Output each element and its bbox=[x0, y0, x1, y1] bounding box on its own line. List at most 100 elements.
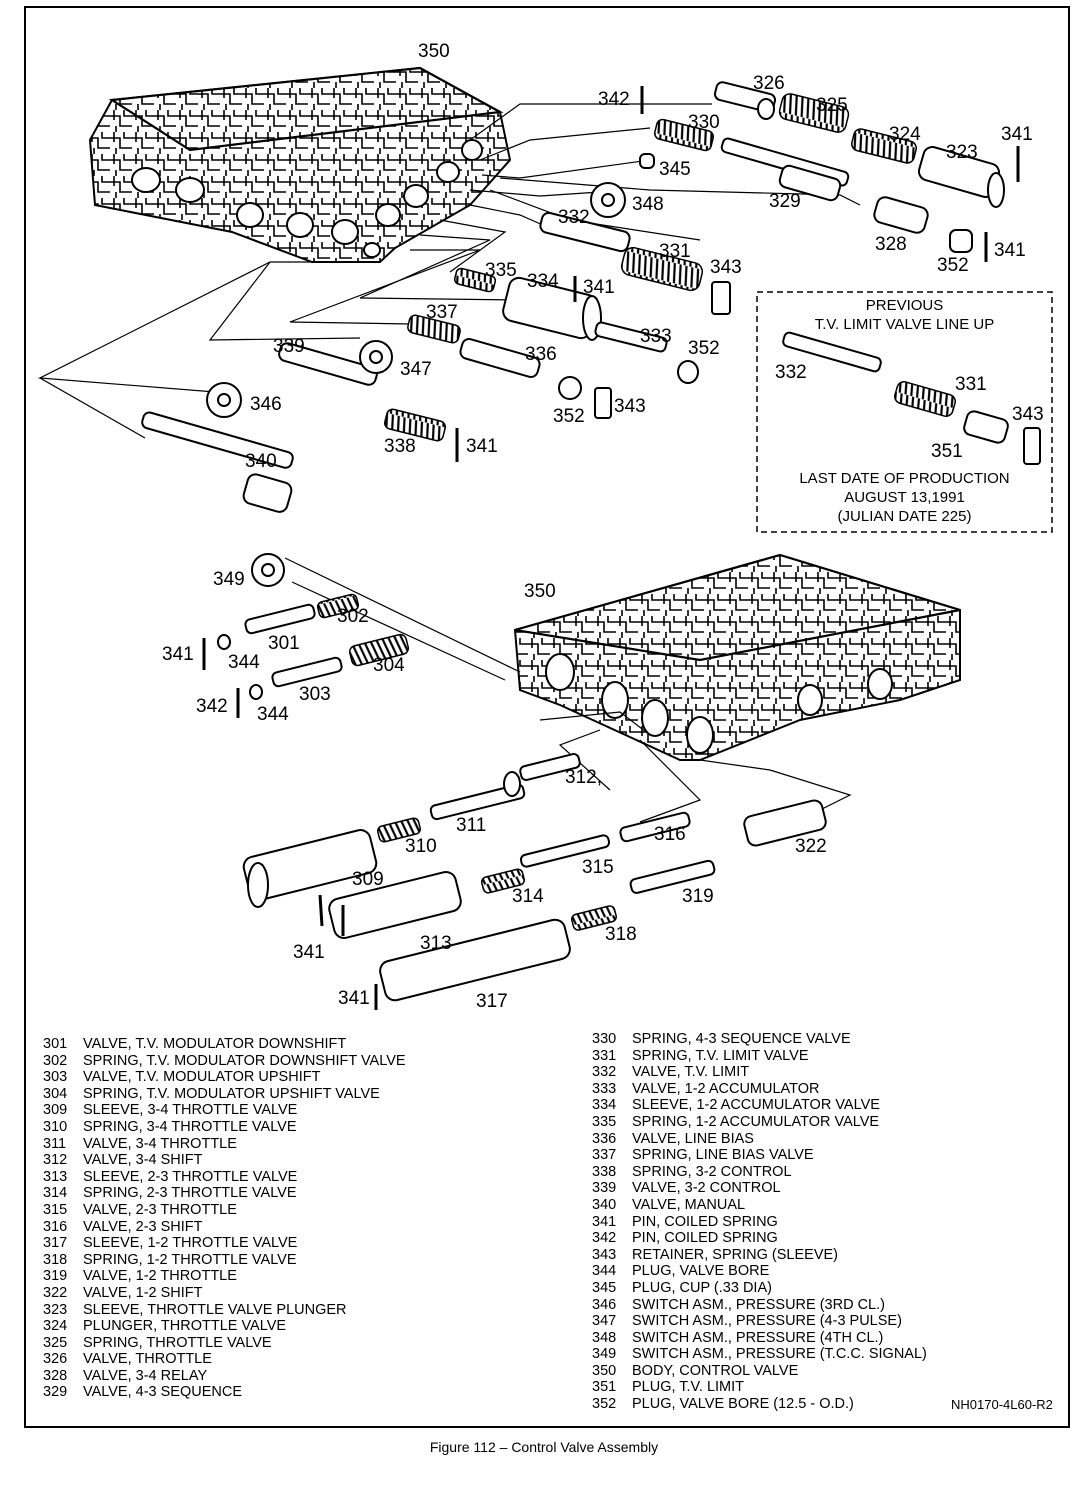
legend-part-description: RETAINER, SPRING (SLEEVE) bbox=[632, 1246, 838, 1263]
legend-row: 332 VALVE, T.V. LIMIT bbox=[592, 1064, 927, 1081]
callout-335: 335 bbox=[485, 260, 517, 281]
legend-part-description: VALVE, 3-2 CONTROL bbox=[632, 1180, 781, 1197]
legend-part-description: VALVE, T.V. MODULATOR DOWNSHIFT bbox=[83, 1036, 347, 1052]
legend-part-number: 339 bbox=[592, 1180, 617, 1197]
callout-341c: 341 bbox=[583, 277, 615, 298]
legend-part-number: 341 bbox=[592, 1213, 617, 1230]
callout-352c: 352 bbox=[553, 406, 585, 427]
callout-301: 301 bbox=[268, 633, 300, 654]
legend-part-description: SPRING, 3-2 CONTROL bbox=[632, 1163, 792, 1180]
inset-callout-332: 332 bbox=[775, 362, 807, 383]
callout-334: 334 bbox=[527, 271, 559, 292]
legend-part-description: SLEEVE, 3-4 THROTTLE VALVE bbox=[83, 1102, 298, 1119]
legend-row: 314 SPRING, 2-3 THROTTLE VALVE bbox=[43, 1185, 406, 1202]
callout-303: 303 bbox=[299, 684, 331, 705]
legend-part-number: 335 bbox=[592, 1113, 617, 1130]
callout-314: 314 bbox=[512, 886, 544, 907]
legend-part-number: 316 bbox=[43, 1218, 68, 1235]
inset-callout-351: 351 bbox=[931, 441, 963, 462]
legend-row: 339 VALVE, 3-2 CONTROL bbox=[592, 1180, 927, 1197]
callout-343: 343 bbox=[710, 257, 742, 278]
legend-part-number: 323 bbox=[43, 1301, 68, 1318]
callout-324: 324 bbox=[889, 124, 921, 145]
lower-parts bbox=[217, 603, 827, 1002]
legend-part-number: 336 bbox=[592, 1130, 617, 1147]
legend-part-number: 313 bbox=[43, 1168, 68, 1185]
callout-341g: 341 bbox=[338, 988, 370, 1009]
legend-part-number: 330 bbox=[592, 1031, 617, 1047]
legend-part-number: 317 bbox=[43, 1235, 68, 1252]
legend-row: 317 SLEEVE, 1-2 THROTTLE VALVE bbox=[43, 1235, 406, 1252]
legend-part-description: SWITCH ASM., PRESSURE (4TH CL.) bbox=[632, 1329, 884, 1346]
callout-340: 340 bbox=[245, 451, 277, 472]
inset-title-line2: T.V. LIMIT VALVE LINE UP bbox=[814, 316, 995, 333]
legend-part-number: 309 bbox=[43, 1102, 68, 1119]
callout-348: 348 bbox=[632, 194, 664, 215]
callout-341d: 341 bbox=[466, 436, 498, 457]
callout-337: 337 bbox=[426, 302, 458, 323]
legend-row: 311 VALVE, 3-4 THROTTLE bbox=[43, 1136, 406, 1153]
legend-part-number: 314 bbox=[43, 1185, 68, 1202]
legend-part-number: 346 bbox=[592, 1296, 617, 1313]
legend-part-description: VALVE, 2-3 SHIFT bbox=[83, 1218, 203, 1235]
legend-part-description: VALVE, 3-4 THROTTLE bbox=[83, 1135, 237, 1152]
legend-part-number: 334 bbox=[592, 1097, 617, 1114]
callout-349: 349 bbox=[213, 569, 245, 590]
callout-346: 346 bbox=[250, 394, 282, 415]
legend-part-description: SPRING, 2-3 THROTTLE VALVE bbox=[83, 1185, 297, 1202]
legend-part-description: PIN, COILED SPRING bbox=[632, 1213, 778, 1230]
callout-342b: 342 bbox=[196, 696, 228, 717]
legend-part-number: 343 bbox=[592, 1246, 617, 1263]
legend-part-number: 325 bbox=[43, 1334, 68, 1351]
legend-part-description: PLUG, T.V. LIMIT bbox=[632, 1379, 745, 1396]
legend-part-number: 337 bbox=[592, 1147, 617, 1164]
legend-part-description: BODY, CONTROL VALVE bbox=[632, 1362, 799, 1379]
legend-part-description: SPRING, 3-4 THROTTLE VALVE bbox=[83, 1118, 297, 1135]
callout-328: 328 bbox=[875, 234, 907, 255]
callout-339: 339 bbox=[273, 336, 305, 357]
callout-338: 338 bbox=[384, 436, 416, 457]
callout-350b: 350 bbox=[524, 581, 556, 602]
callout-326: 326 bbox=[753, 73, 785, 94]
legend-row: 343 RETAINER, SPRING (SLEEVE) bbox=[592, 1247, 927, 1264]
callout-345: 345 bbox=[659, 159, 691, 180]
callout-329: 329 bbox=[769, 191, 801, 212]
legend-part-number: 311 bbox=[43, 1135, 67, 1152]
legend-part-number: 326 bbox=[43, 1351, 68, 1368]
inset-callout-331: 331 bbox=[955, 374, 987, 395]
callout-331: 331 bbox=[659, 241, 691, 262]
legend-part-number: 347 bbox=[592, 1313, 617, 1330]
callout-312: 312, bbox=[565, 767, 602, 788]
callout-352: 352 bbox=[937, 255, 969, 276]
legend-part-number: 333 bbox=[592, 1080, 617, 1097]
legend-part-number: 340 bbox=[592, 1196, 617, 1213]
legend-part-description: VALVE, T.V. LIMIT bbox=[632, 1064, 750, 1081]
legend-part-description: SLEEVE, 1-2 ACCUMULATOR VALVE bbox=[632, 1097, 880, 1114]
callout-316: 316 bbox=[654, 824, 686, 845]
legend-part-number: 303 bbox=[43, 1069, 68, 1086]
legend-part-description: SPRING, LINE BIAS VALVE bbox=[632, 1147, 814, 1164]
legend-part-number: 312 bbox=[43, 1152, 68, 1169]
legend-part-description: SLEEVE, THROTTLE VALVE PLUNGER bbox=[83, 1301, 347, 1318]
legend-part-description: VALVE, 1-2 THROTTLE bbox=[83, 1268, 237, 1285]
legend-part-description: SLEEVE, 1-2 THROTTLE VALVE bbox=[83, 1235, 298, 1252]
legend-part-number: 332 bbox=[592, 1064, 617, 1081]
callout-342: 342 bbox=[598, 89, 630, 110]
legend-part-number: 352 bbox=[592, 1396, 617, 1413]
